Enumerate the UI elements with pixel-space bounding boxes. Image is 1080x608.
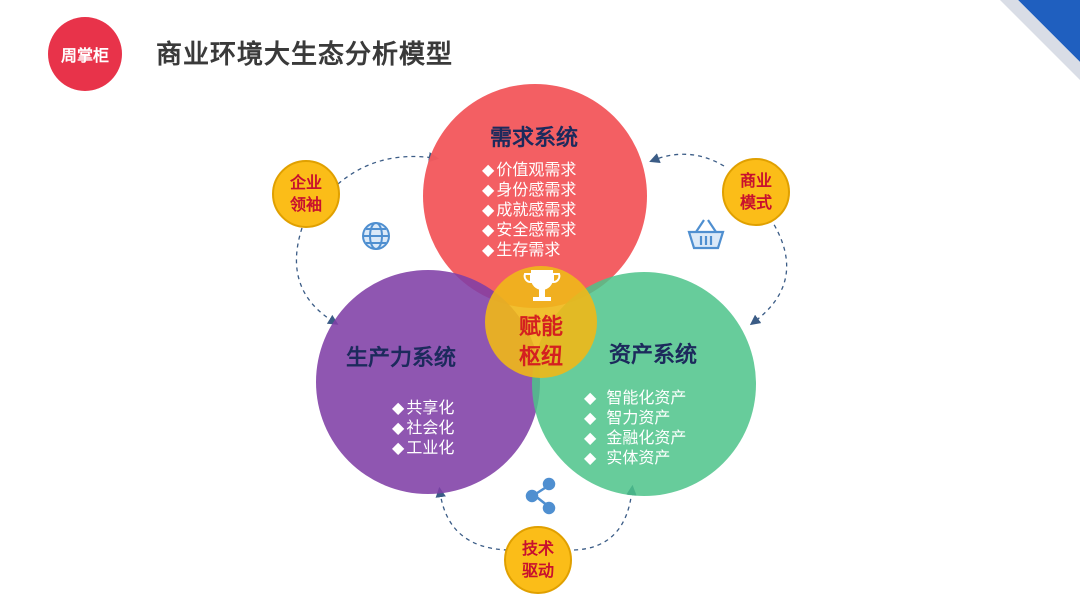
logo-badge: 周掌柜 [48, 17, 122, 91]
demand-item: 生存需求 [482, 240, 576, 260]
badge-enterprise-leader: 企业领袖 [272, 160, 340, 228]
asset-title: 资产系统 [609, 343, 698, 368]
basket-icon [687, 219, 725, 250]
share-icon [525, 477, 556, 515]
asset-item: 智能化资产 [584, 388, 686, 408]
connector-leader-demand [337, 152, 440, 185]
hub-label: 赋能 枢纽 [506, 313, 576, 373]
asset-item: 实体资产 [584, 448, 686, 468]
connector-model-asset [749, 217, 788, 326]
hub-label-line2: 枢纽 [518, 345, 563, 370]
hub-label-line1: 赋能 [518, 315, 563, 340]
badge-business-model: 商业模式 [722, 158, 790, 226]
connector-tech-productivity [435, 486, 509, 551]
connector-tech-asset [573, 484, 637, 551]
asset-item: 智力资产 [584, 408, 686, 428]
demand-list: 价值观需求 身份感需求 成就感需求 安全感需求 生存需求 [482, 160, 576, 260]
productivity-item: 社会化 [392, 418, 454, 438]
productivity-list: 共享化 社会化 工业化 [392, 398, 454, 458]
productivity-item: 工业化 [392, 438, 454, 458]
asset-item: 金融化资产 [584, 428, 686, 448]
demand-item: 安全感需求 [482, 220, 576, 240]
demand-item: 价值观需求 [482, 160, 576, 180]
badge-tech-driven: 技术驱动 [504, 526, 572, 594]
connector-model-demand [649, 153, 725, 167]
demand-title: 需求系统 [490, 126, 579, 151]
corner-decoration [1000, 0, 1080, 80]
demand-item: 身份感需求 [482, 180, 576, 200]
logo-text: 周掌柜 [60, 46, 109, 65]
productivity-circle [316, 270, 540, 494]
badge-tech-driven-label: 技术驱动 [521, 539, 554, 580]
trophy-icon [523, 270, 561, 301]
connector-leader-productivity [295, 227, 339, 325]
page-title: 商业环境大生态分析模型 [156, 40, 454, 70]
asset-list: 智能化资产 智力资产 金融化资产 实体资产 [584, 388, 686, 468]
productivity-item: 共享化 [392, 398, 454, 418]
badge-business-model-label: 商业模式 [739, 171, 772, 212]
hub-circle [485, 266, 597, 378]
badge-enterprise-leader-label: 企业领袖 [289, 173, 322, 214]
productivity-title: 生产力系统 [346, 346, 457, 371]
demand-item: 成就感需求 [482, 200, 576, 220]
globe-icon [362, 222, 390, 250]
